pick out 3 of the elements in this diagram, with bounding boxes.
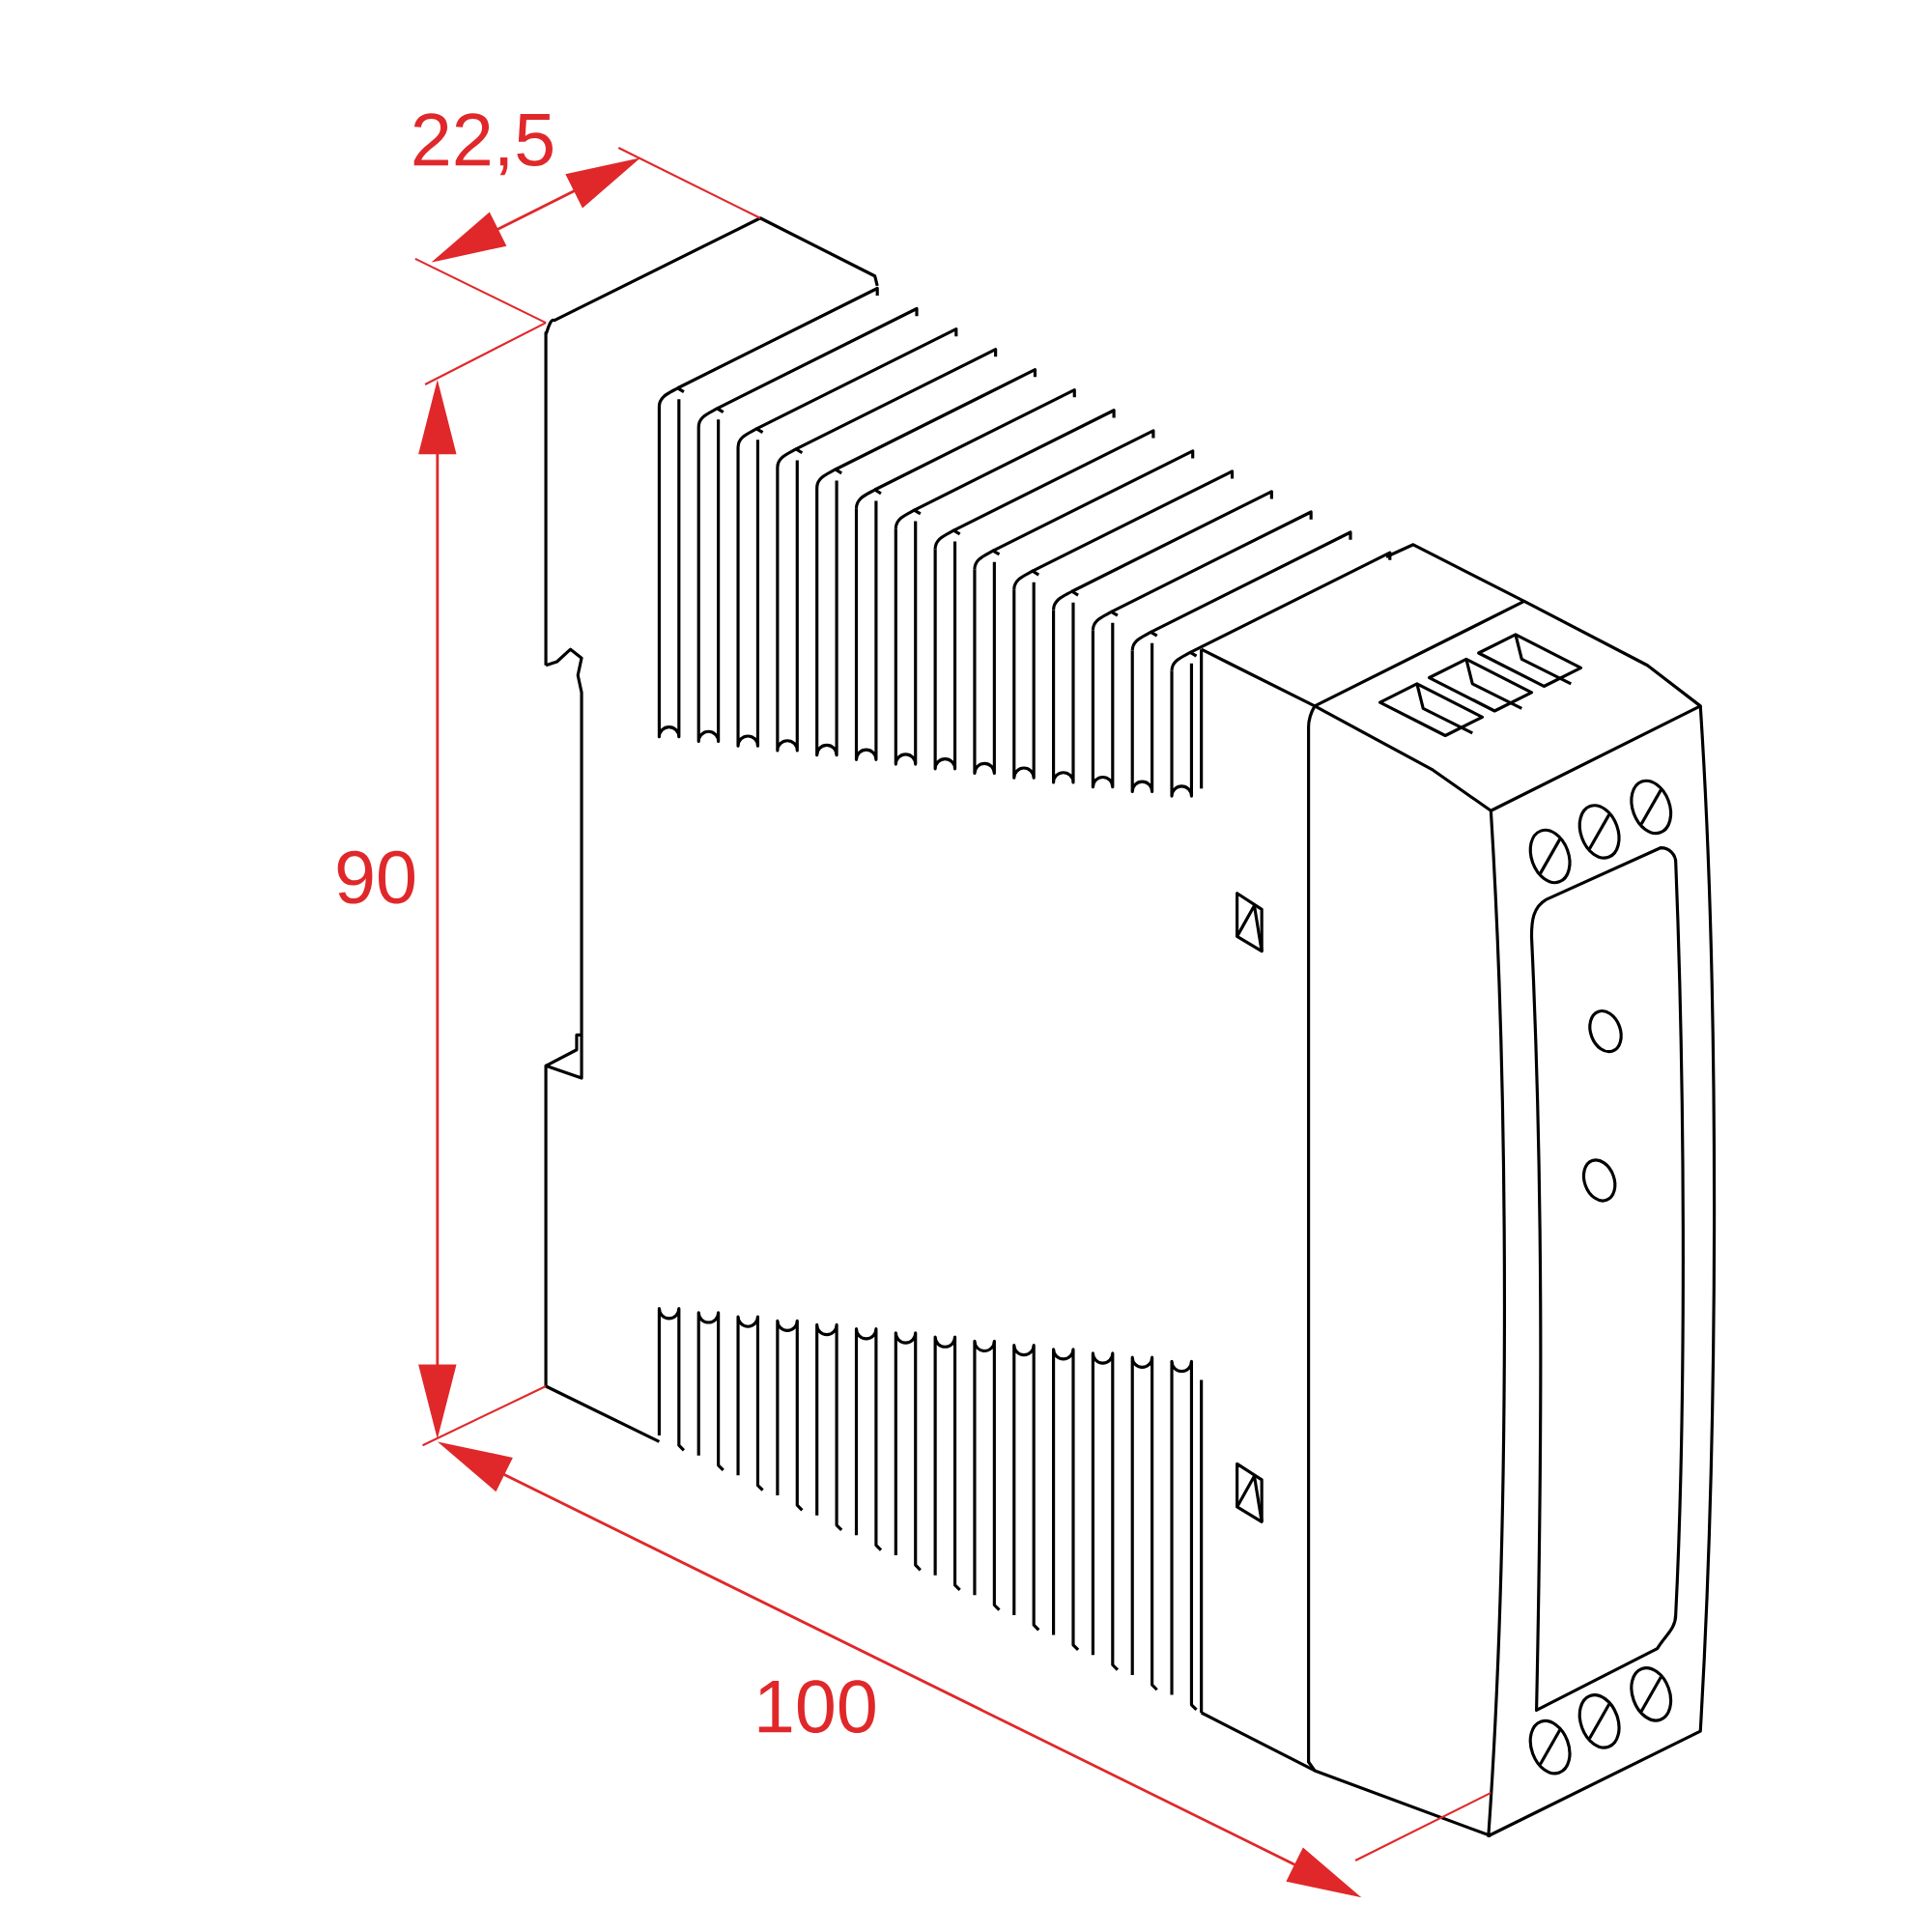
dimension-label: 90 [337, 850, 414, 904]
dimension-label: 22,5 [413, 113, 553, 176]
dimension-label: 100 [758, 1680, 875, 1733]
